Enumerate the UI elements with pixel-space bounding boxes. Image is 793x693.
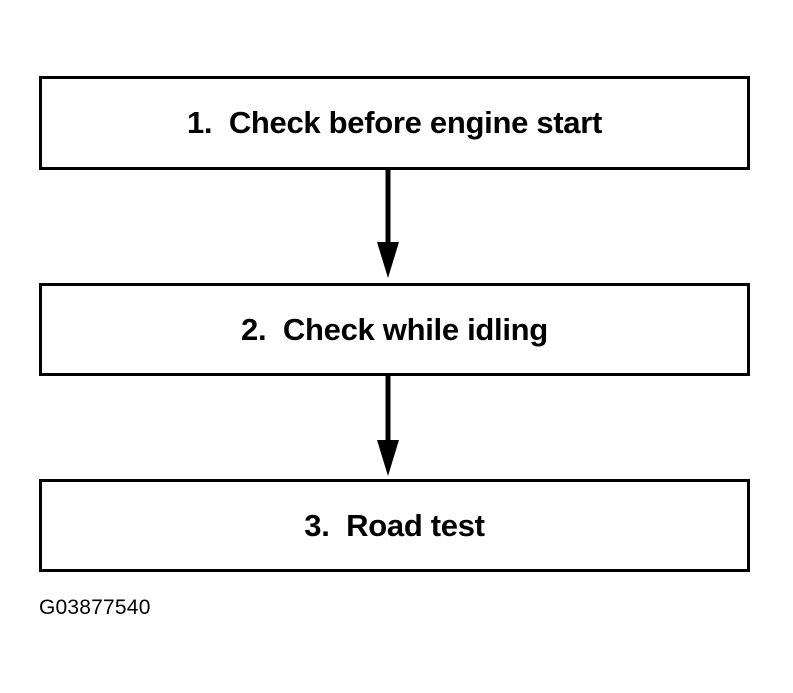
down-arrow-icon: [377, 170, 399, 278]
step-label: 1. Check before engine start: [186, 105, 603, 140]
step-box-road-test: 3. Road test: [39, 479, 750, 572]
down-arrow-icon: [377, 376, 399, 476]
step-box-check-before-engine-start: 1. Check before engine start: [39, 76, 750, 170]
step-label: 2. Check while idling: [241, 311, 548, 347]
figure-code: G03877540: [39, 596, 151, 619]
step-label: 3. Road test: [304, 507, 485, 543]
step-box-check-while-idling: 2. Check while idling: [39, 283, 750, 376]
